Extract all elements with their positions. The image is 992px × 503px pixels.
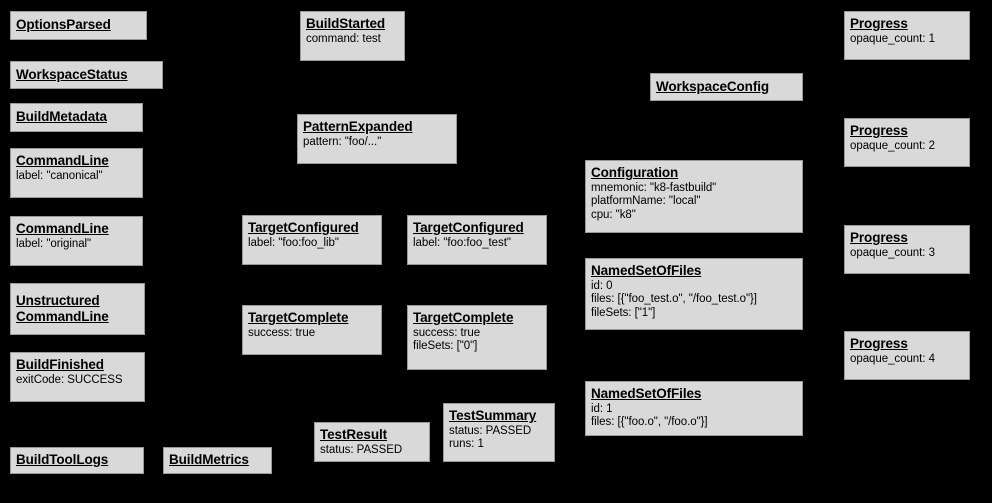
- event-node-field: label: "foo:foo_test": [413, 236, 511, 249]
- event-node-field: status: PASSED: [449, 424, 532, 437]
- event-node-title: TargetComplete: [413, 310, 514, 325]
- event-node-title: Progress: [850, 16, 908, 31]
- event-node-title: Unstructured CommandLine: [16, 292, 109, 324]
- event-node-field: files: [{"foo_test.o", "/foo_test.o"}]: [591, 293, 757, 306]
- event-node-field: opaque_count: 3: [850, 246, 935, 259]
- event-node-field: label: "canonical": [16, 169, 103, 182]
- event-node-title: WorkspaceConfig: [656, 78, 770, 94]
- event-node-title: Progress: [850, 336, 908, 351]
- event-node-title: BuildFinished: [16, 357, 104, 372]
- event-node-field: platformName: "local": [591, 195, 701, 208]
- event-node-title: PatternExpanded: [303, 119, 413, 134]
- event-node-title: TargetComplete: [248, 310, 349, 325]
- event-node-build-metrics[interactable]: BuildMetrics: [163, 447, 272, 474]
- event-node-field: label: "foo:foo_lib": [248, 236, 339, 249]
- event-node-field: success: true: [248, 326, 316, 339]
- event-node-workspace-status[interactable]: WorkspaceStatus: [10, 61, 163, 89]
- event-node-field: fileSets: ["1"]: [591, 307, 656, 320]
- event-node-field: files: [{"foo.o", "/foo.o"}]: [591, 416, 708, 429]
- event-node-field: exitCode: SUCCESS: [16, 373, 123, 386]
- event-node-title: CommandLine: [16, 153, 109, 168]
- event-node-title: NamedSetOfFiles: [591, 386, 702, 401]
- event-node-field: runs: 1: [449, 438, 484, 451]
- event-node-title: TestResult: [320, 427, 388, 442]
- event-node-title: BuildMetadata: [16, 109, 107, 125]
- event-node-field: pattern: "foo/...": [303, 135, 382, 148]
- event-node-title: CommandLine: [16, 221, 109, 236]
- event-node-title: Progress: [850, 123, 908, 138]
- event-node-field: opaque_count: 1: [850, 32, 935, 45]
- event-node-workspace-config[interactable]: WorkspaceConfig: [650, 73, 803, 101]
- event-node-field: cpu: "k8": [591, 209, 636, 222]
- event-node-title: Configuration: [591, 165, 679, 180]
- event-node-field: fileSets: ["0"]: [413, 340, 478, 353]
- event-node-title: NamedSetOfFiles: [591, 263, 702, 278]
- event-node-field: opaque_count: 2: [850, 139, 935, 152]
- event-node-field: status: PASSED: [320, 443, 403, 456]
- event-node-title: BuildMetrics: [169, 452, 249, 468]
- event-node-field: mnemonic: "k8-fastbuild": [591, 181, 717, 194]
- event-node-options-parsed[interactable]: OptionsParsed: [10, 11, 147, 40]
- event-node-title: WorkspaceStatus: [16, 66, 128, 82]
- event-node-build-tool-logs[interactable]: BuildToolLogs: [10, 447, 144, 474]
- event-node-title: TargetConfigured: [413, 220, 524, 235]
- event-node-title: BuildToolLogs: [16, 452, 109, 468]
- event-node-field: command: test: [306, 32, 381, 45]
- event-node-title: TestSummary: [449, 408, 537, 423]
- event-node-title: OptionsParsed: [16, 17, 111, 33]
- event-node-field: success: true: [413, 326, 481, 339]
- event-node-field: opaque_count: 4: [850, 352, 935, 365]
- event-node-field: id: 1: [591, 402, 613, 415]
- event-node-field: id: 0: [591, 279, 613, 292]
- event-node-build-metadata[interactable]: BuildMetadata: [10, 103, 143, 132]
- event-node-unstructured-command-line[interactable]: Unstructured CommandLine: [10, 283, 145, 335]
- event-node-title: TargetConfigured: [248, 220, 359, 235]
- event-node-title: BuildStarted: [306, 16, 386, 31]
- event-node-field: label: "original": [16, 237, 92, 250]
- event-node-title: Progress: [850, 230, 908, 245]
